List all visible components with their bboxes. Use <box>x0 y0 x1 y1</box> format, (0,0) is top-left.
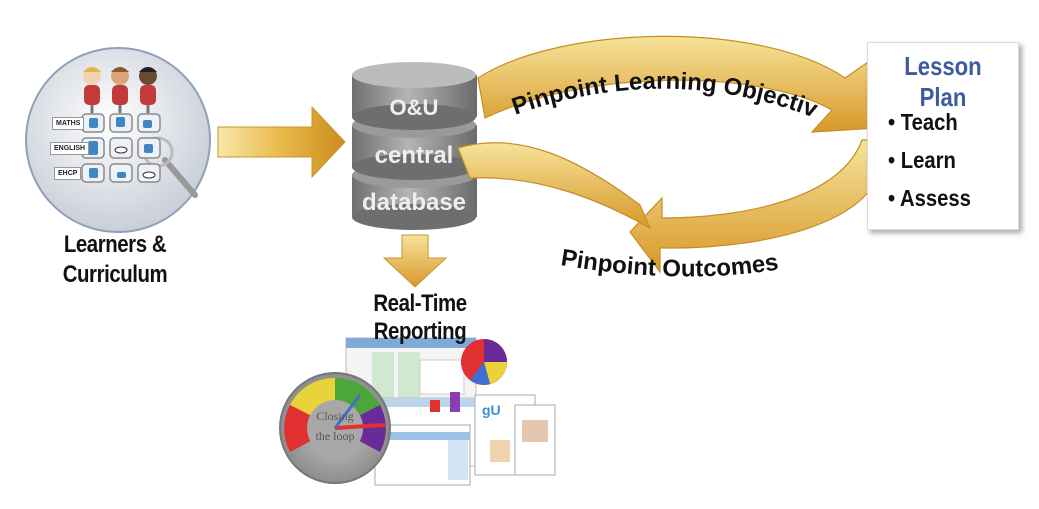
svg-text:gU: gU <box>482 402 501 418</box>
lesson-plan-list: • Teach • Learn • Assess <box>888 103 982 217</box>
magnifier-handle <box>162 157 198 198</box>
row-label-ehcp: EHCP <box>54 167 82 180</box>
gauge-icon: Closing the loop <box>279 372 391 484</box>
cycle-arrow-return <box>457 142 652 230</box>
lesson-plan-title: Lesson Plan <box>904 51 982 112</box>
report-collage: gU Closing the loop <box>279 337 556 486</box>
reporting-label: Real-Time Reporting <box>373 290 467 345</box>
learners-label: Learners & Curriculum <box>43 230 188 290</box>
person-icon <box>83 67 101 113</box>
gauge-text-closing: Closing <box>316 409 353 423</box>
cycle-arrow-bottom <box>629 139 883 274</box>
lesson-item-teach: • Teach <box>888 109 958 135</box>
lesson-item-learn: • Learn <box>888 147 956 173</box>
database-icon: O&U central database <box>352 62 477 230</box>
db-text-central: central <box>375 142 454 169</box>
learners-label-line1: Learners & <box>63 231 167 258</box>
lesson-item-assess: • Assess <box>888 185 971 211</box>
arrow-learners-to-database <box>217 105 346 179</box>
pie-chart-icon <box>461 339 507 385</box>
arrow-database-to-reporting <box>382 234 448 288</box>
lesson-plan-card: Lesson Plan • Teach • Learn • Assess <box>867 42 1019 230</box>
row-label-english: ENGLISH <box>50 142 90 155</box>
learners-disc <box>25 47 211 233</box>
row-label-maths: MATHS <box>52 117 85 130</box>
db-text-database: database <box>362 189 466 216</box>
db-text-ou: O&U <box>390 95 439 120</box>
label-pinpoint-outcomes: Pinpoint Outcomes <box>559 244 780 282</box>
person-icon <box>111 67 129 113</box>
report-panel <box>419 359 465 395</box>
learners-label-line2: Curriculum <box>62 261 168 288</box>
data-cylinders <box>88 117 156 179</box>
label-pinpoint-outcomes-text: Pinpoint Outcomes <box>559 244 780 282</box>
person-icon <box>139 67 157 113</box>
gauge-text-loop: the loop <box>316 429 355 443</box>
